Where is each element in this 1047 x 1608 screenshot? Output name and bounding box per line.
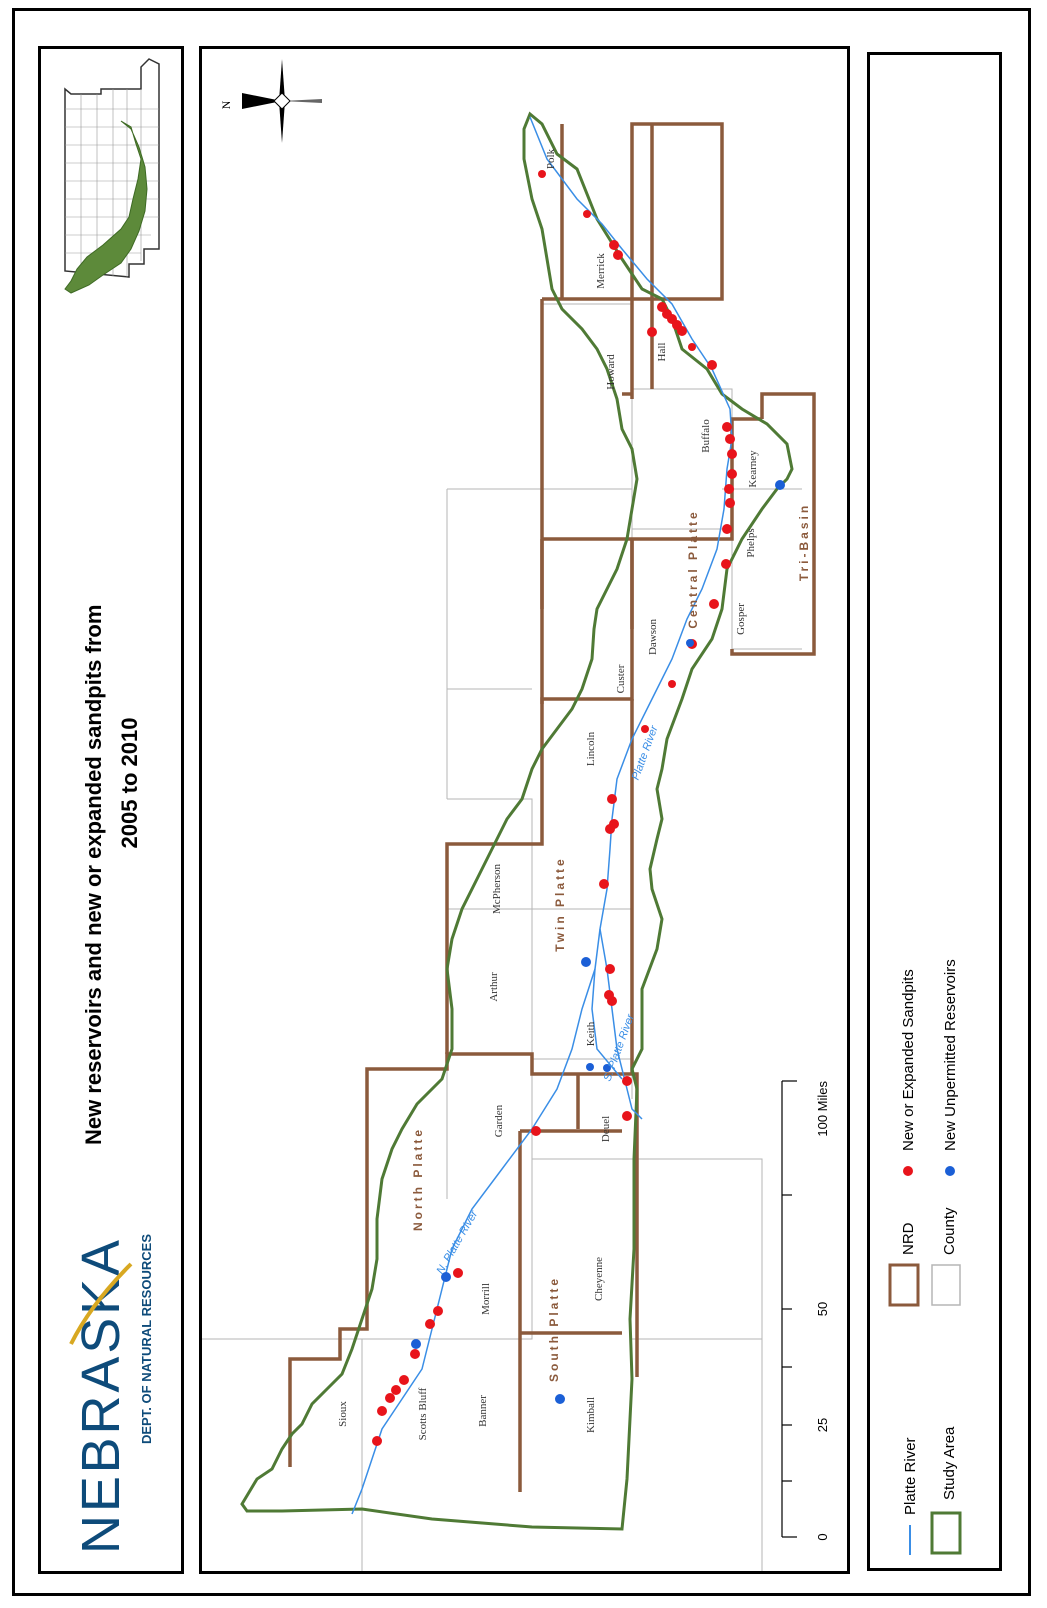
svg-text:Platte River: Platte River (902, 1437, 919, 1515)
legend-item-study-area: Study Area (930, 1426, 962, 1555)
county-label-polk: Polk (545, 148, 557, 169)
county-label-banner: Banner (477, 1395, 489, 1427)
svg-text:County: County (941, 1207, 958, 1255)
nrd-label-tri-basin: Tri-Basin (797, 503, 811, 581)
county-label-dawson: Dawson (647, 618, 659, 655)
county-label-merrick: Merrick (595, 253, 607, 289)
svg-text:Study Area: Study Area (941, 1426, 958, 1500)
scale-tick-100: 100 Miles (815, 1081, 830, 1137)
map-title-line1: New reservoirs and new or expanded sandp… (81, 605, 106, 1145)
county-label-hall: Hall (656, 343, 668, 362)
county-label-kimball: Kimball (585, 1397, 597, 1433)
title-panel: New reservoirs and new or expanded sandp… (38, 46, 184, 1574)
legend-item-sandpits: New or Expanded Sandpits (900, 969, 917, 1176)
north-arrow-icon (242, 59, 322, 143)
outer-frame (12, 8, 1031, 1596)
legend-item-nrd: NRD (888, 1222, 920, 1307)
county-label-arthur: Arthur (488, 972, 500, 1002)
svg-text:NRD: NRD (900, 1222, 917, 1255)
nrd-label-central-platte: Central Platte (686, 509, 700, 628)
locator-study-area (64, 120, 148, 294)
county-label-lincoln: Lincoln (585, 731, 597, 766)
scale-tick-50: 50 (815, 1302, 830, 1316)
county-label-deuel: Deuel (600, 1116, 612, 1142)
map-panel: Polk Merrick Hall Howard Buffalo Kearney… (199, 46, 850, 1574)
study-area-boundary (240, 111, 794, 1531)
county-boundaries (202, 303, 802, 1571)
scale-bar (781, 1080, 797, 1538)
scale-tick-25: 25 (815, 1418, 830, 1432)
nrd-boundaries (288, 122, 816, 1492)
county-label-mcpherson: McPherson (491, 863, 503, 914)
legend-item-platte-river: Platte River (902, 1437, 919, 1555)
ndnr-logo: NEBRASKA DEPT. OF NATURAL RESOURCES (69, 1234, 154, 1554)
nrd-label-twin-platte: Twin Platte (553, 856, 567, 951)
north-platte-river-line (351, 968, 596, 1515)
county-label-garden: Garden (493, 1104, 505, 1137)
logo-wordmark: NEBRASKA (71, 1239, 131, 1554)
county-label-morrill: Morrill (480, 1283, 492, 1315)
county-label-scotts-bluff: Scotts Bluff (417, 1387, 429, 1440)
reservoir-points (411, 480, 785, 1404)
scale-tick-0: 0 (815, 1533, 830, 1540)
county-label-custer: Custer (615, 664, 627, 693)
north-label: N (219, 100, 233, 109)
county-label-sioux: Sioux (337, 1401, 349, 1427)
logo-swoosh-icon (69, 1262, 133, 1345)
platte-river-line (529, 116, 733, 1080)
county-label-keith: Keith (585, 1021, 597, 1046)
locator-map (64, 58, 160, 294)
river-label-north-platte: N. Platte River (434, 1208, 481, 1277)
county-label-kearney: Kearney (747, 450, 759, 488)
county-label-cheyenne: Cheyenne (593, 1257, 605, 1301)
county-label-buffalo: Buffalo (700, 419, 712, 453)
nrd-label-north-platte: North Platte (411, 1127, 425, 1231)
svg-text:New Unpermitted Reservoirs: New Unpermitted Reservoirs (942, 959, 959, 1151)
legend-panel: Platte River Study Area NRD County New o… (867, 52, 1002, 1571)
legend-item-reservoirs: New Unpermitted Reservoirs (942, 959, 959, 1176)
nrd-label-south-platte: South Platte (547, 1276, 561, 1382)
county-label-phelps: Phelps (745, 528, 757, 557)
county-label-gosper: Gosper (735, 603, 747, 635)
county-label-howard: Howard (605, 354, 617, 390)
logo-subtitle: DEPT. OF NATURAL RESOURCES (139, 1234, 154, 1444)
sandpit-points (372, 170, 737, 1446)
legend-item-county: County (931, 1207, 961, 1306)
svg-text:New or Expanded Sandpits: New or Expanded Sandpits (900, 969, 917, 1151)
map-title-line2: 2005 to 2010 (117, 718, 142, 849)
